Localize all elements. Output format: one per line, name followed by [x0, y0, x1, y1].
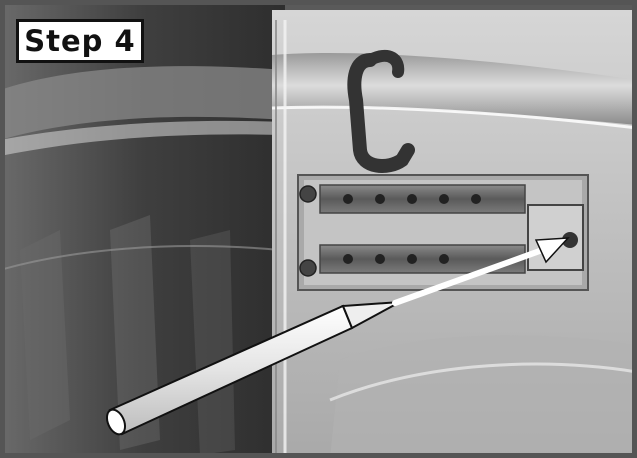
bolt-head	[299, 259, 317, 277]
arrow-icon	[392, 237, 570, 306]
bolt-head	[299, 185, 317, 203]
screw-hole	[562, 232, 578, 248]
cabinet-side	[0, 0, 285, 458]
upper-rail	[319, 184, 526, 214]
pencil-icon	[105, 301, 401, 436]
hook-clip	[347, 49, 415, 173]
mounting-bracket	[297, 174, 589, 291]
step-label: Step 4	[16, 19, 144, 63]
